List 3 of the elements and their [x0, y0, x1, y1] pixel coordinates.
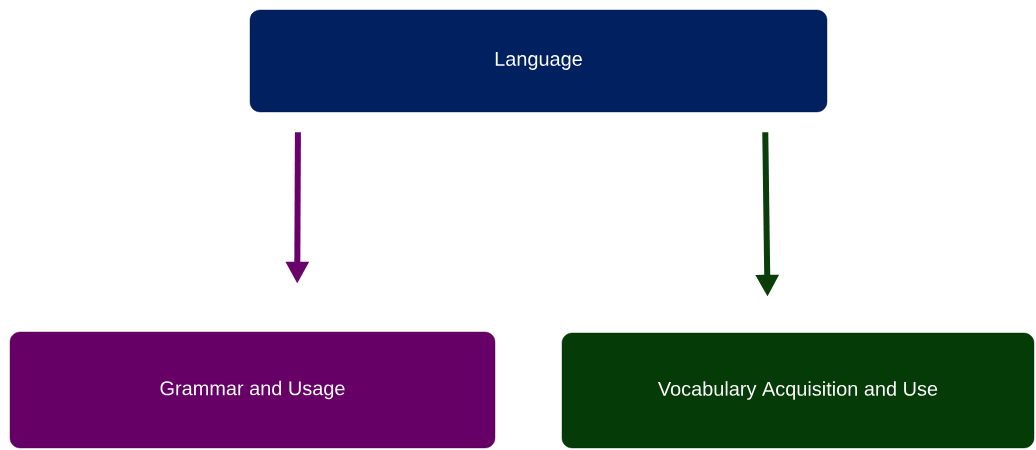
- process-box: Vocabulary Acquisition and Use: [561, 332, 1035, 449]
- process-box: Language: [249, 9, 828, 113]
- process-box: Grammar and Usage: [9, 331, 496, 449]
